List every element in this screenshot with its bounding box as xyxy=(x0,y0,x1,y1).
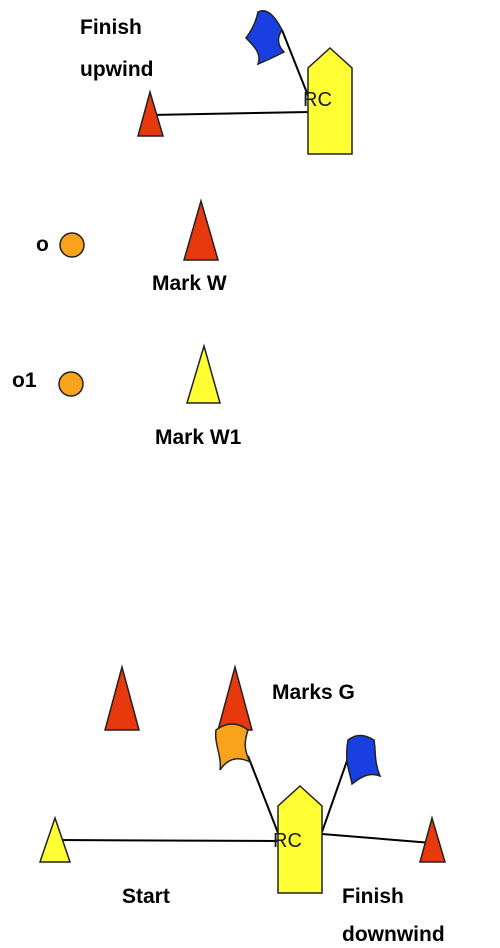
mark-w1-icon xyxy=(185,343,221,404)
mark-g-left-icon xyxy=(104,664,140,731)
start-label: Start xyxy=(122,885,170,908)
finish-downwind-label-line1: Finish xyxy=(342,885,404,908)
finish-upwind-group: Finish upwind xyxy=(80,16,311,137)
committee-boat-icon xyxy=(307,46,353,155)
buoy-o-icon xyxy=(59,232,85,258)
mark-w1-label: Mark W1 xyxy=(155,426,242,449)
finish-upwind-line xyxy=(149,111,311,116)
finish-upwind-mark-icon xyxy=(137,89,165,137)
committee-boat-label: RC xyxy=(273,830,302,852)
mark-w-icon xyxy=(183,198,219,261)
buoy-o1-label: o1 xyxy=(12,369,37,392)
orange-flag-icon xyxy=(214,723,252,771)
start-finish-group: RC Start Finish downwind xyxy=(38,723,447,946)
start-line xyxy=(54,839,279,842)
marks-g-label: Marks G xyxy=(272,681,355,704)
blue-flag-icon xyxy=(245,10,286,66)
mark-w-group: o Mark W xyxy=(36,198,227,295)
buoy-o-label: o xyxy=(36,233,49,256)
finish-downwind-mark-icon xyxy=(419,815,447,863)
mark-g-right-icon xyxy=(217,664,253,731)
blue-flag-icon xyxy=(345,734,382,786)
flag-pole-top xyxy=(281,29,310,99)
flag-pole-left xyxy=(247,755,281,839)
mark-w1-group: o1 Mark W1 xyxy=(12,343,242,449)
flag-pole-right xyxy=(321,757,349,833)
finish-upwind-label-line2: upwind xyxy=(80,58,153,81)
finish-downwind-label-line2: downwind xyxy=(342,923,445,946)
finish-upwind-label-line1: Finish xyxy=(80,16,142,39)
finish-downwind-line xyxy=(321,833,433,844)
buoy-o1-icon xyxy=(58,371,84,397)
committee-boat-icon xyxy=(277,784,323,894)
marks-g-group: Marks G xyxy=(104,664,355,731)
start-mark-icon xyxy=(38,815,72,863)
mark-w-label: Mark W xyxy=(152,272,227,295)
committee-boat-top: RC xyxy=(245,10,353,155)
committee-boat-label: RC xyxy=(303,89,332,111)
